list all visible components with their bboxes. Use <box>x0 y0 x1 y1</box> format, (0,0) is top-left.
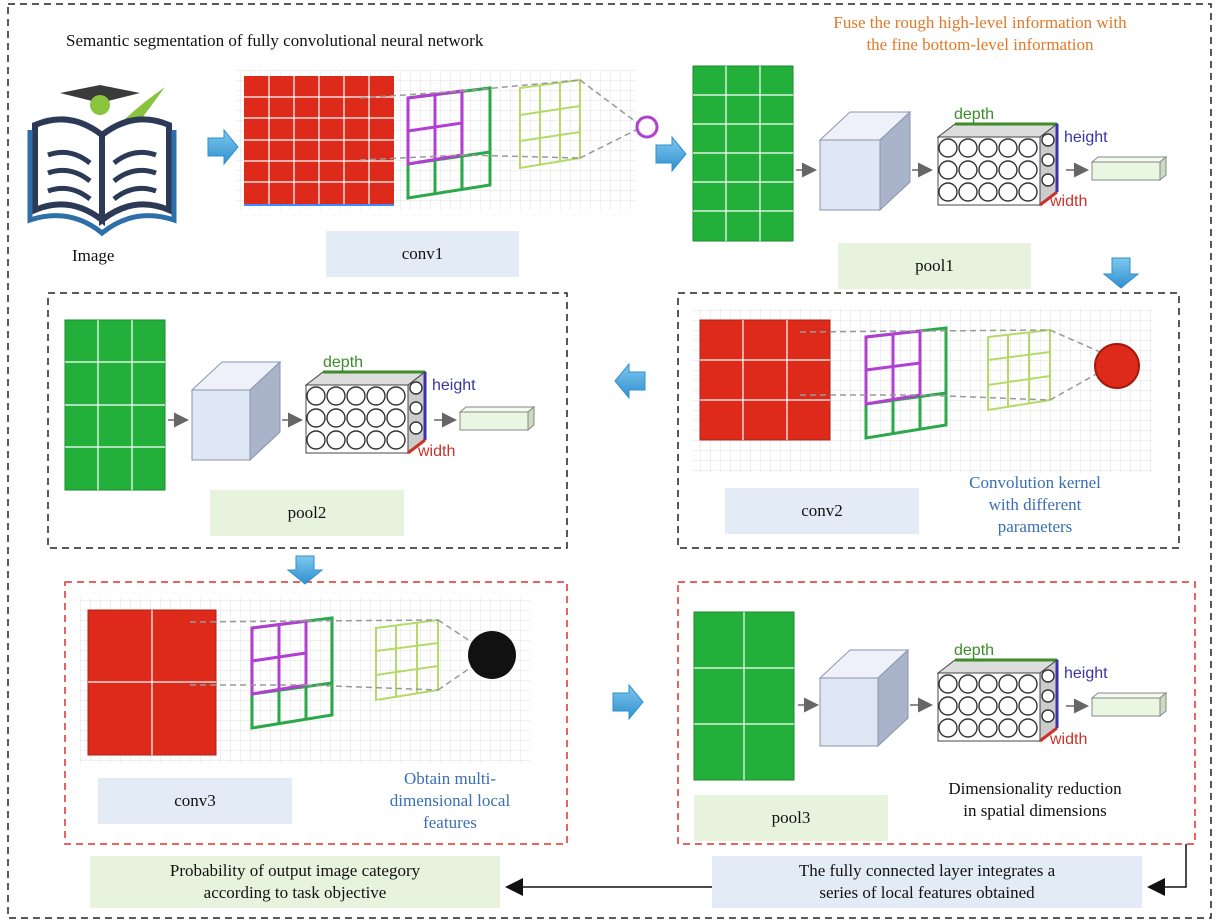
conv2-note-line-3: parameters <box>997 517 1073 536</box>
pool3-width-label: width <box>1049 731 1087 748</box>
output-note-line-1: Probability of output image category <box>169 861 421 880</box>
pool1-width-label: width <box>1049 193 1087 210</box>
pool1-height-label: height <box>1064 129 1108 146</box>
block-arrows <box>207 128 1140 721</box>
pool3-depth-label: depth <box>954 642 994 659</box>
fc-connector <box>505 844 1187 896</box>
conv3-note-line-2: dimensional local <box>389 791 511 810</box>
pool2-label: pool2 <box>210 490 404 536</box>
conv2-label: conv2 <box>725 488 919 534</box>
conv3-diagram <box>80 598 530 763</box>
pool1-tensor <box>936 122 1059 207</box>
fc-note-line-2: series of local features obtained <box>819 883 1035 902</box>
pool3-tensor <box>936 658 1059 743</box>
pool2-width-label: width <box>417 443 455 460</box>
pool3-note-line-1: Dimensionality reduction <box>948 779 1122 798</box>
conv2-diagram <box>692 308 1152 473</box>
fuse-note-line-2: the fine bottom-level information <box>866 35 1094 54</box>
outer-frame <box>7 3 1212 919</box>
conv1-diagram <box>236 70 659 210</box>
pool3-frame <box>677 581 1196 845</box>
pool1-depth-label: depth <box>954 106 994 123</box>
conv1-label: conv1 <box>326 231 519 277</box>
pool3-diagram <box>693 611 1168 781</box>
pool1-diagram <box>692 65 1168 242</box>
conv2-note-line-2: with different <box>988 495 1082 514</box>
diagram-title: Semantic segmentation of fully convoluti… <box>66 31 484 50</box>
output-note-line-2: according to task objective <box>203 883 387 902</box>
pool3-label: pool3 <box>694 795 888 841</box>
conv3-frame <box>64 581 568 845</box>
pool2-height-label: height <box>432 377 476 394</box>
pool1-label: pool1 <box>838 243 1031 289</box>
fc-note-line-1: The fully connected layer integrates a <box>798 861 1056 880</box>
pool2-diagram <box>64 319 536 491</box>
pool3-note: Dimensionality reduction in spatial dime… <box>915 778 1155 822</box>
output-note: Probability of output image category acc… <box>90 856 500 908</box>
conv3-note-line-3: features <box>423 813 477 832</box>
book-icon <box>27 85 177 237</box>
conv3-note-line-1: Obtain multi- <box>403 769 497 788</box>
conv2-note: Convolution kernel with different parame… <box>935 472 1135 538</box>
fc-note: The fully connected layer integrates a s… <box>712 856 1142 908</box>
pool2-tensor <box>304 370 427 455</box>
conv3-note: Obtain multi- dimensional local features <box>360 768 540 834</box>
conv2-frame <box>677 292 1180 549</box>
pool2-frame <box>47 292 568 549</box>
conv2-note-line-1: Convolution kernel <box>969 473 1101 492</box>
fuse-note-line-1: Fuse the rough high-level information wi… <box>833 13 1127 32</box>
image-label: Image <box>72 246 115 265</box>
pool2-depth-label: depth <box>323 354 363 371</box>
conv3-label: conv3 <box>98 778 292 824</box>
pool3-height-label: height <box>1064 665 1108 682</box>
fuse-note: Fuse the rough high-level information wi… <box>770 12 1190 56</box>
pool3-note-line-2: in spatial dimensions <box>963 801 1107 820</box>
